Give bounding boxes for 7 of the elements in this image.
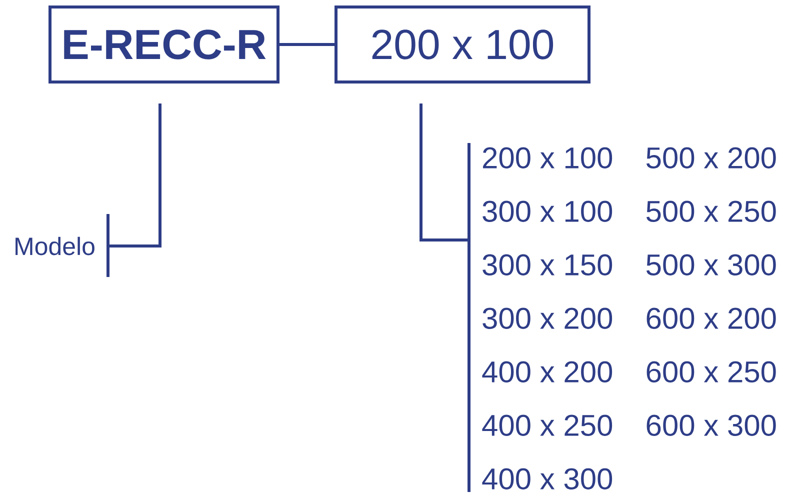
connector-line [108, 104, 162, 248]
connector-line [280, 43, 334, 46]
model-label: Modelo [16, 236, 94, 256]
size-list: 200 x 100 500 x 200 300 x 100 500 x 250 300 x 150 500 x 300 300 x 200 600 x 200 400 x 200 600 x 250 400 x 250 600 x 300 400 x 300 [482, 147, 776, 490]
size-box: 200 x 100 [334, 6, 590, 84]
connector-line [420, 104, 469, 242]
model-code-box: E-RECC-R [48, 6, 280, 84]
